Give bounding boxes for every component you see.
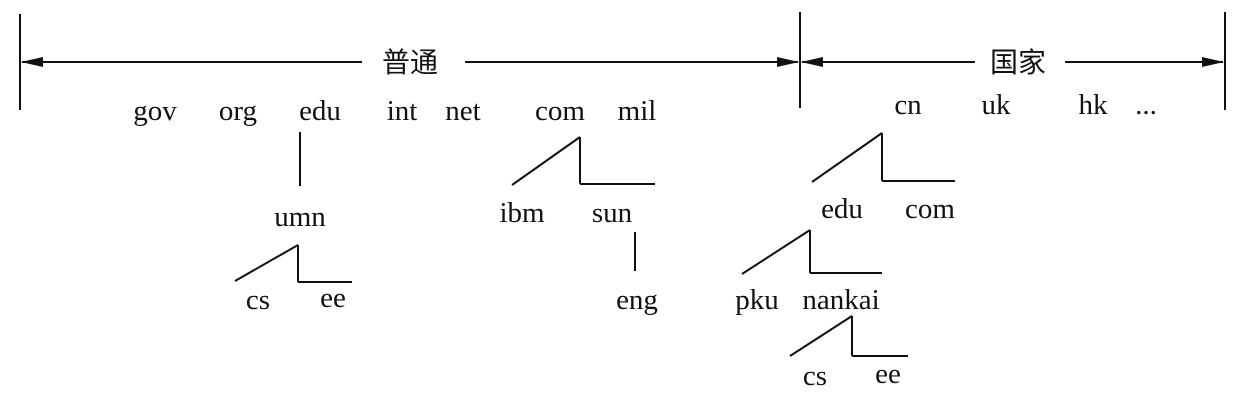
com-branch-diag xyxy=(511,136,581,186)
node-ibm: ibm xyxy=(499,197,545,229)
tld-int: int xyxy=(387,95,418,127)
node-nankai: nankai xyxy=(802,284,879,316)
tld-org: org xyxy=(219,95,257,127)
tld-hk: hk xyxy=(1079,89,1109,121)
nankai-branch-diag xyxy=(789,315,853,357)
tld-net: net xyxy=(445,95,480,127)
node-cn-edu: edu xyxy=(821,193,863,225)
tld-mil: mil xyxy=(618,95,657,127)
umn-branch-diag xyxy=(234,244,299,282)
generic-title: 普通 xyxy=(382,46,438,79)
node-cn-com: com xyxy=(905,193,955,225)
tld-edu: edu xyxy=(299,95,341,127)
cn-branch-diag xyxy=(811,132,883,183)
node-eng: eng xyxy=(616,284,658,316)
tld-com: com xyxy=(535,95,585,127)
node-umn-cs: cs xyxy=(246,284,270,316)
country-title: 国家 xyxy=(990,46,1046,79)
tld-gov: gov xyxy=(133,95,177,127)
node-nankai-ee: ee xyxy=(875,358,901,390)
node-nankai-cs: cs xyxy=(803,360,827,392)
node-pku: pku xyxy=(735,284,779,316)
tld-uk: uk xyxy=(982,89,1012,121)
cn-edu-branch-diag xyxy=(741,229,811,275)
tld-ellipsis: ... xyxy=(1135,89,1157,121)
node-umn: umn xyxy=(274,201,326,233)
node-sun: sun xyxy=(592,197,633,229)
node-umn-ee: ee xyxy=(320,282,346,314)
tld-cn: cn xyxy=(894,89,922,121)
